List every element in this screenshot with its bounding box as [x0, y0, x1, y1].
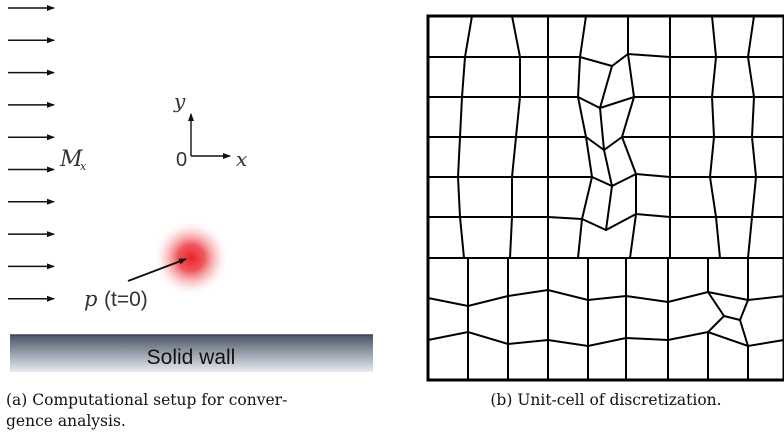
caption-a-line-1: (a) Computational setup for conver-: [6, 391, 288, 409]
origin-label: 0: [176, 149, 187, 171]
unit-cell-border: [426, 14, 784, 382]
mesh-edge: [547, 136, 671, 152]
panel-a: M x y x 0 p (t=0) Solid wall: [8, 5, 373, 372]
panel-b: [426, 14, 784, 382]
mesh-edge: [598, 65, 614, 231]
mesh-edge: [547, 52, 671, 68]
mesh-edge: [509, 15, 521, 259]
unit-cell-mesh: [427, 15, 784, 381]
solid-wall-label: Solid wall: [147, 346, 236, 369]
pulse-label-time: (t=0): [104, 288, 148, 311]
mesh-edge: [620, 15, 637, 259]
mesh-edge: [723, 315, 741, 321]
mesh-edge: [708, 15, 721, 259]
acoustic-pulse: [153, 220, 229, 296]
pulse-label-p: p: [84, 287, 97, 311]
flow-arrows: [8, 5, 55, 302]
flow-label: M: [59, 147, 83, 172]
mesh-edge: [547, 212, 671, 232]
mesh-edge: [547, 96, 671, 110]
caption-b: (b) Unit-cell of discretization.: [490, 391, 722, 409]
y-axis-label: y: [173, 89, 186, 113]
caption-a: (a) Computational setup for conver- genc…: [6, 390, 376, 432]
mesh-edge: [738, 257, 749, 381]
mesh-edge: [576, 15, 594, 259]
x-axis-label: x: [236, 147, 247, 171]
mesh-edge: [427, 288, 784, 308]
flow-label-subscript: x: [80, 160, 87, 173]
coordinate-axes: y x 0: [173, 89, 247, 171]
mesh-edge: [746, 15, 758, 259]
pulse-pointer-arrow: [127, 258, 187, 282]
mesh-edge: [707, 257, 726, 381]
mesh-edge: [427, 330, 784, 348]
mesh-edge: [456, 15, 473, 259]
solid-wall: [10, 335, 373, 372]
caption-a-line-2: gence analysis.: [6, 412, 126, 430]
